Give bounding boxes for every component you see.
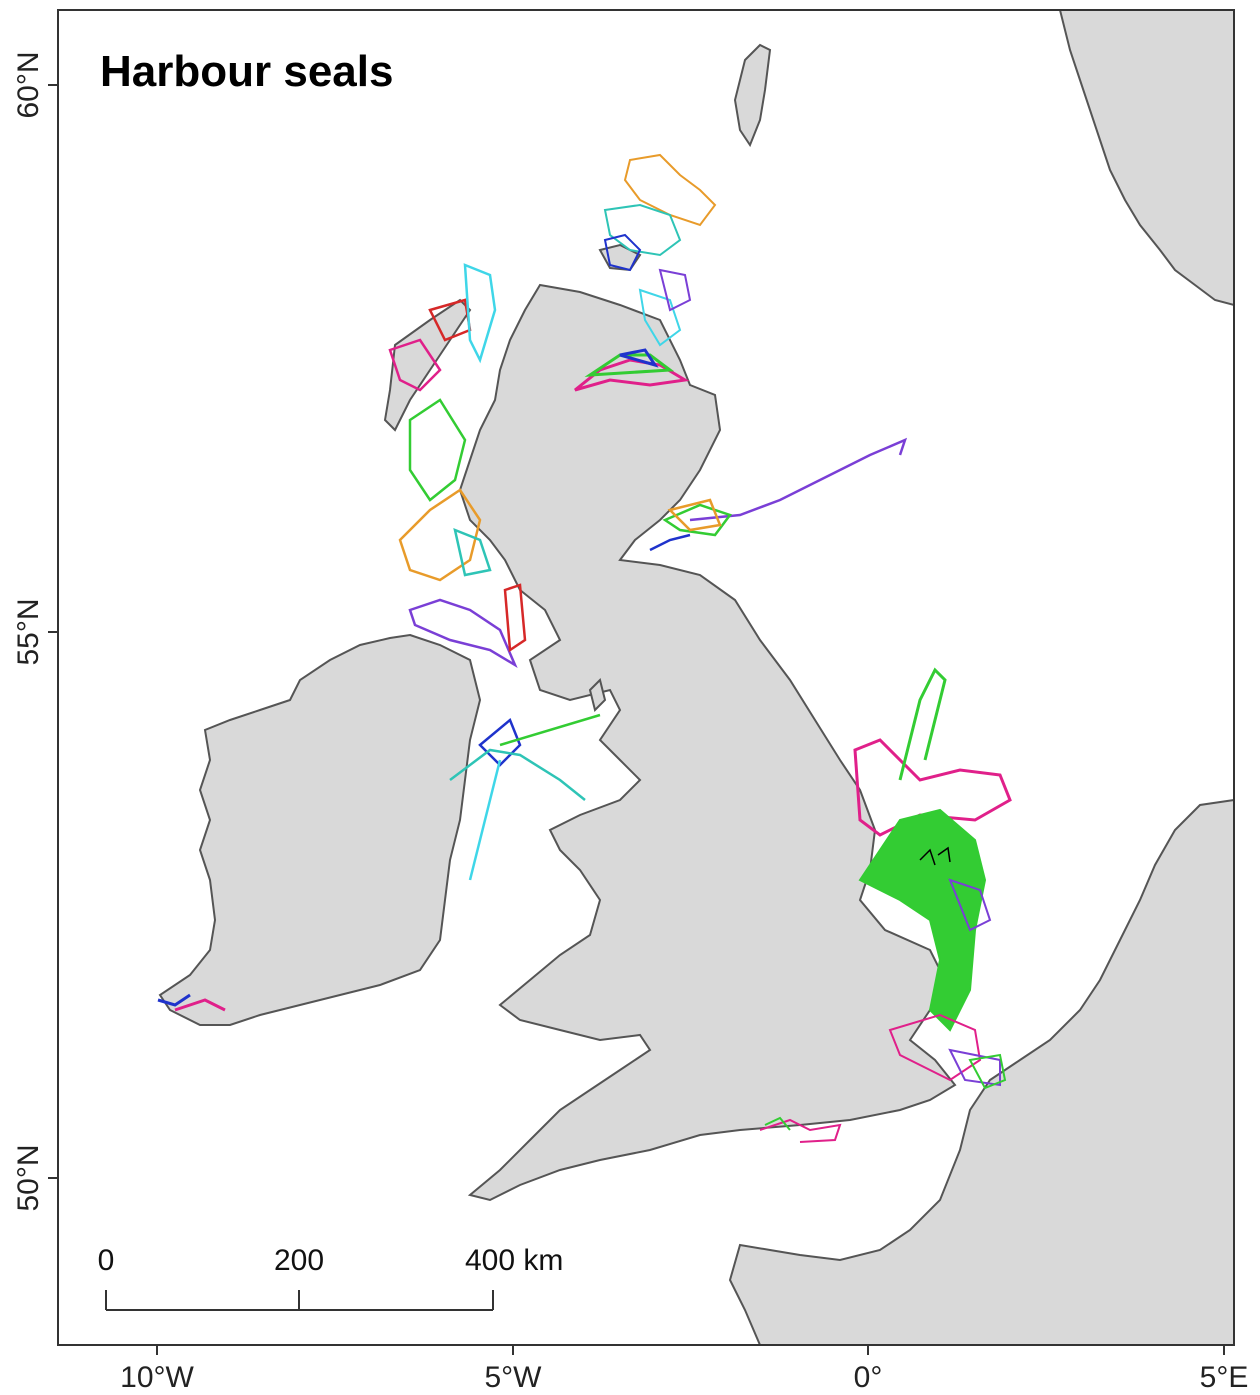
seal-tracks-the-wash [853, 667, 1012, 1090]
seal-tracks-west-scotland [388, 263, 527, 669]
longitude-ticks [156, 1345, 1225, 1355]
seal-tracks-east-scotland [649, 437, 908, 552]
seal-tracks-south-coast [759, 1116, 842, 1143]
lat-label-60n: 60°N [12, 51, 45, 118]
seal-tracks-southwest-ireland [157, 993, 226, 1012]
land-outer-hebrides [383, 298, 472, 432]
scale-label-0: 0 [98, 1244, 115, 1277]
lon-label-5w: 5°W [485, 1361, 543, 1394]
lon-label-10w: 10°W [120, 1361, 194, 1394]
latitude-ticks [48, 84, 58, 1179]
land-isle-of-man [588, 678, 607, 712]
scale-bar [105, 1290, 494, 1311]
scale-label-400km: 400 km [465, 1244, 563, 1277]
map-title: Harbour seals [100, 47, 393, 96]
land-shetland [733, 43, 772, 148]
lat-label-50n: 50°N [12, 1144, 45, 1211]
lat-label-55n: 55°N [12, 598, 45, 665]
lon-label-5e: 5°E [1200, 1361, 1249, 1394]
map-frame [57, 9, 1235, 1346]
lon-label-0: 0° [854, 1361, 883, 1394]
land-continent [728, 798, 1235, 1346]
land-great-britain [458, 283, 957, 1202]
scale-label-200: 200 [274, 1244, 324, 1277]
seal-tracks-moray-firth [574, 348, 690, 392]
seal-tracks-orkney [603, 153, 717, 347]
land-norway [1058, 9, 1235, 307]
seal-tracks-northern-ireland [449, 713, 601, 881]
